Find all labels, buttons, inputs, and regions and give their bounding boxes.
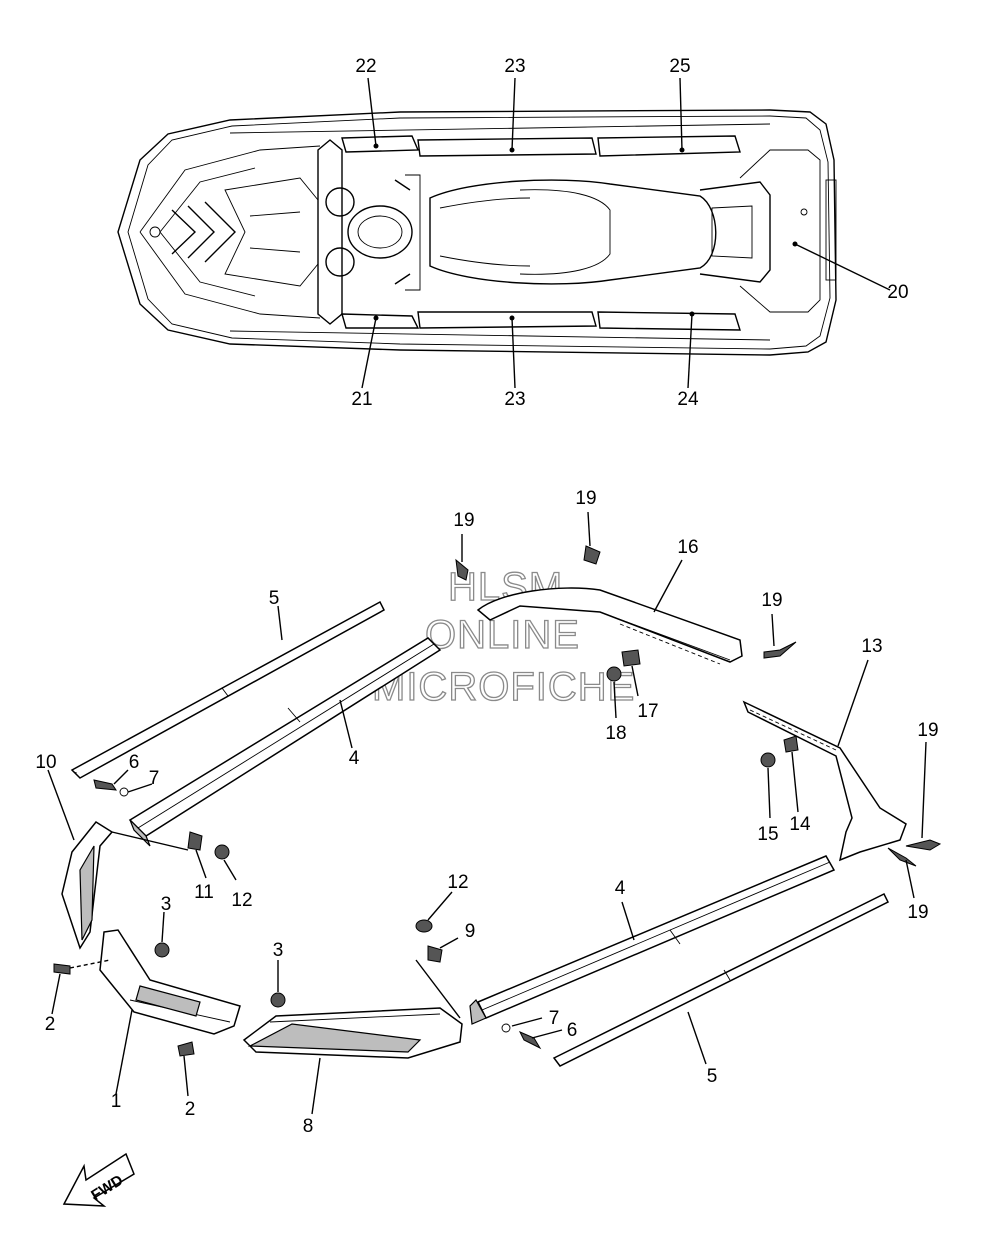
callout-21: 21 (351, 389, 372, 410)
part-5-lower-strip (552, 892, 890, 1067)
callout-4-lower: 4 (615, 878, 626, 899)
callout-4-upper: 4 (349, 748, 360, 769)
callout-12-left: 12 (231, 890, 252, 911)
callout-1: 1 (111, 1091, 122, 1112)
callout-7-lower: 7 (549, 1008, 560, 1029)
callout-19-e: 19 (907, 902, 928, 923)
callout-25: 25 (669, 56, 690, 77)
part-13-rear-corner (742, 659, 907, 862)
part-4-lower-rail (469, 855, 836, 1025)
part-4-upper-rail (128, 637, 442, 847)
callout-6-upper: 6 (129, 752, 140, 773)
callout-6-lower: 6 (567, 1020, 578, 1041)
callout-19-c: 19 (761, 590, 782, 611)
callout-19-a: 19 (453, 510, 474, 531)
callout-8: 8 (303, 1116, 314, 1137)
top-view-leaders (361, 77, 891, 389)
part-8-side-panel (242, 1007, 463, 1115)
callout-13: 13 (861, 636, 882, 657)
callout-17: 17 (637, 701, 658, 722)
callout-24: 24 (677, 389, 699, 410)
callout-19-b: 19 (575, 488, 596, 509)
callout-19-d: 19 (917, 720, 938, 741)
watermark-line-3: MICROFICHE (372, 665, 635, 709)
callout-23-top: 23 (504, 56, 525, 77)
callout-3-left: 3 (161, 894, 172, 915)
callout-9: 9 (465, 921, 476, 942)
callout-11: 11 (194, 882, 214, 903)
callout-20: 20 (887, 282, 908, 303)
callout-10: 10 (35, 752, 56, 773)
callout-23-bottom: 23 (504, 389, 525, 410)
callout-5-lower: 5 (707, 1066, 718, 1087)
callout-labels: 22 23 25 20 21 23 24 19 19 16 19 5 4 13 … (35, 56, 938, 1137)
callout-14: 14 (789, 814, 811, 835)
watermark: HLSM ONLINE MICROFICHE (371, 564, 635, 709)
fwd-arrow: FWD (62, 1152, 135, 1207)
callout-7-upper: 7 (149, 768, 160, 789)
callout-5-upper: 5 (269, 588, 280, 609)
callout-15: 15 (757, 824, 778, 845)
callout-16: 16 (677, 537, 698, 558)
callout-12-middle: 12 (447, 872, 468, 893)
part-5-upper-strip (70, 600, 385, 779)
part-1-front-panel (99, 929, 241, 1095)
part-10-front-corner (47, 769, 114, 950)
callout-2-left: 2 (45, 1014, 56, 1035)
fasteners (51, 511, 942, 1097)
callout-2-bottom: 2 (185, 1099, 196, 1120)
callout-22: 22 (355, 56, 376, 77)
callout-18: 18 (605, 723, 626, 744)
watermark-line-2: ONLINE (425, 613, 580, 657)
hull-top-view (117, 109, 837, 356)
part-16-rear-bumper (476, 559, 743, 665)
callout-3-middle: 3 (273, 940, 284, 961)
